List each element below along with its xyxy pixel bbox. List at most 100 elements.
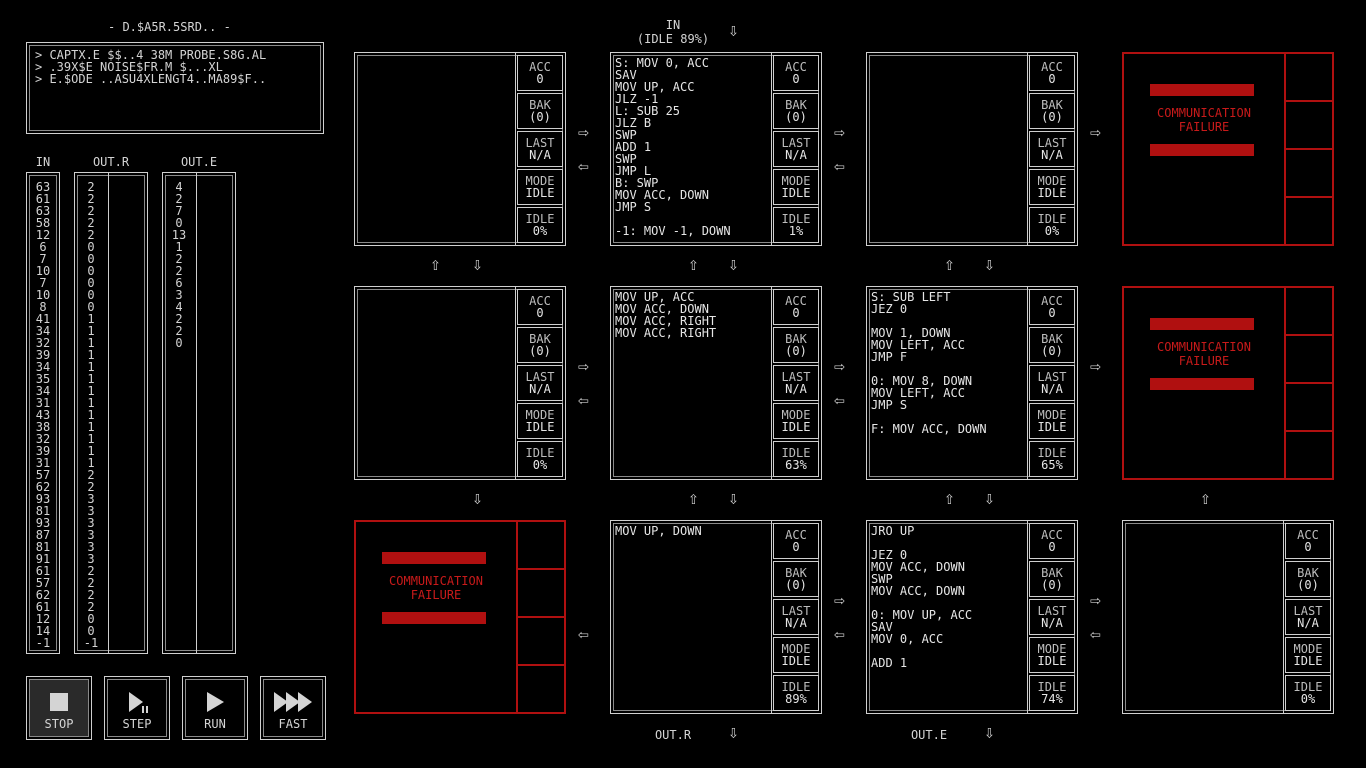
arrow-left-icon: ⇦ (1090, 624, 1101, 645)
register-name: IDLE (1293, 680, 1323, 694)
out-r-value: 0 (87, 240, 95, 254)
register-value: 0 (1048, 540, 1056, 554)
execution-node[interactable]: MOV UP, ACC MOV ACC, DOWN MOV ACC, RIGHT… (610, 286, 822, 480)
register-value: IDLE (525, 186, 555, 200)
register-bak: BAK(0) (773, 93, 819, 129)
out-r-value: 0 (87, 264, 95, 278)
node-code-editor[interactable]: JRO UP JEZ 0 MOV ACC, DOWN SWP MOV ACC, … (871, 524, 973, 670)
in-value: 10 (35, 288, 51, 302)
step-button[interactable]: STEP (104, 676, 170, 740)
in-value: 87 (35, 528, 51, 542)
register-value: IDLE (781, 420, 811, 434)
register-name: LAST (1037, 604, 1067, 618)
node-code-editor[interactable]: MOV UP, DOWN (615, 524, 702, 538)
arrow-down-icon: ⇩ (472, 254, 483, 275)
out-e-value: 0 (175, 216, 183, 230)
out-r-value: 0 (87, 624, 95, 638)
register-value: N/A (785, 148, 807, 162)
node-code-editor[interactable]: S: SUB LEFT JEZ 0 MOV 1, DOWN MOV LEFT, … (871, 290, 987, 436)
fast-button[interactable]: FAST (260, 676, 326, 740)
register-name: LAST (1037, 136, 1067, 150)
out-r-value: 1 (87, 444, 95, 458)
in-value: 39 (35, 444, 51, 458)
node-code-editor[interactable]: S: MOV 0, ACC SAV MOV UP, ACC JLZ -1 L: … (615, 56, 731, 238)
out-r-value: 1 (87, 348, 95, 362)
register-value: (0) (785, 110, 807, 124)
arrow-up-icon: ⇧ (430, 254, 441, 275)
failure-text-line: FAILURE (1178, 120, 1230, 134)
run-button[interactable]: RUN (182, 676, 248, 740)
arrow-down-icon: ⇩ (728, 254, 739, 275)
node-code-editor[interactable] (359, 57, 511, 243)
register-value: 0 (792, 540, 800, 554)
register-bak: BAK(0) (1029, 327, 1075, 363)
in-value: 34 (35, 360, 51, 374)
node-code-editor[interactable] (359, 291, 511, 477)
puzzle-title: - D.$A5R.5SRD.. - (108, 20, 231, 34)
in-value: 61 (35, 564, 51, 578)
arrow-down-icon: ⇩ (728, 722, 739, 743)
out-r-value: 1 (87, 432, 95, 446)
register-value: N/A (1041, 148, 1063, 162)
failure-bar (1150, 378, 1254, 390)
register-value: 65% (1041, 458, 1063, 472)
stop-label: STOP (44, 717, 74, 731)
register-value: N/A (529, 382, 551, 396)
in-value: 8 (39, 300, 47, 314)
description-line: > .39X$E NOISE$FR.M $...XL (35, 60, 223, 74)
out-r-value: 1 (87, 420, 95, 434)
execution-node[interactable]: S: SUB LEFT JEZ 0 MOV 1, DOWN MOV LEFT, … (866, 286, 1078, 480)
register-value: (0) (529, 344, 551, 358)
in-value: 10 (35, 264, 51, 278)
register-name: LAST (525, 136, 555, 150)
register-name: ACC (1041, 60, 1063, 74)
register-value: IDLE (1293, 654, 1323, 668)
stop-button[interactable]: STOP (26, 676, 92, 740)
out-e-value: 7 (175, 204, 183, 218)
execution-node[interactable]: JRO UP JEZ 0 MOV ACC, DOWN SWP MOV ACC, … (866, 520, 1078, 714)
register-value: 0 (536, 72, 544, 86)
out-r-value: 2 (87, 216, 95, 230)
out-r-value: 0 (87, 252, 95, 266)
description-line: > E.$ODE ..ASU4XLENGT4..MA89$F.. (35, 72, 267, 86)
in-value: 38 (35, 420, 51, 434)
register-value: 0 (1048, 306, 1056, 320)
register-name: LAST (525, 370, 555, 384)
in-value: 58 (35, 216, 51, 230)
execution-node[interactable]: S: MOV 0, ACC SAV MOV UP, ACC JLZ -1 L: … (610, 52, 822, 246)
register-name: LAST (781, 370, 811, 384)
register-value: 74% (1041, 692, 1063, 706)
node-code-editor[interactable]: MOV UP, ACC MOV ACC, DOWN MOV ACC, RIGHT… (615, 290, 717, 340)
node-code-editor[interactable] (1127, 525, 1279, 711)
register-name: BAK (785, 566, 807, 580)
register-name: IDLE (1037, 680, 1067, 694)
register-name: MODE (525, 408, 555, 422)
register-name: IDLE (1037, 212, 1067, 226)
node-code-editor[interactable] (871, 57, 1023, 243)
arrow-down-icon: ⇩ (984, 722, 995, 743)
register-name: BAK (785, 98, 807, 112)
in-value: 62 (35, 480, 51, 494)
step-label: STEP (122, 717, 152, 731)
